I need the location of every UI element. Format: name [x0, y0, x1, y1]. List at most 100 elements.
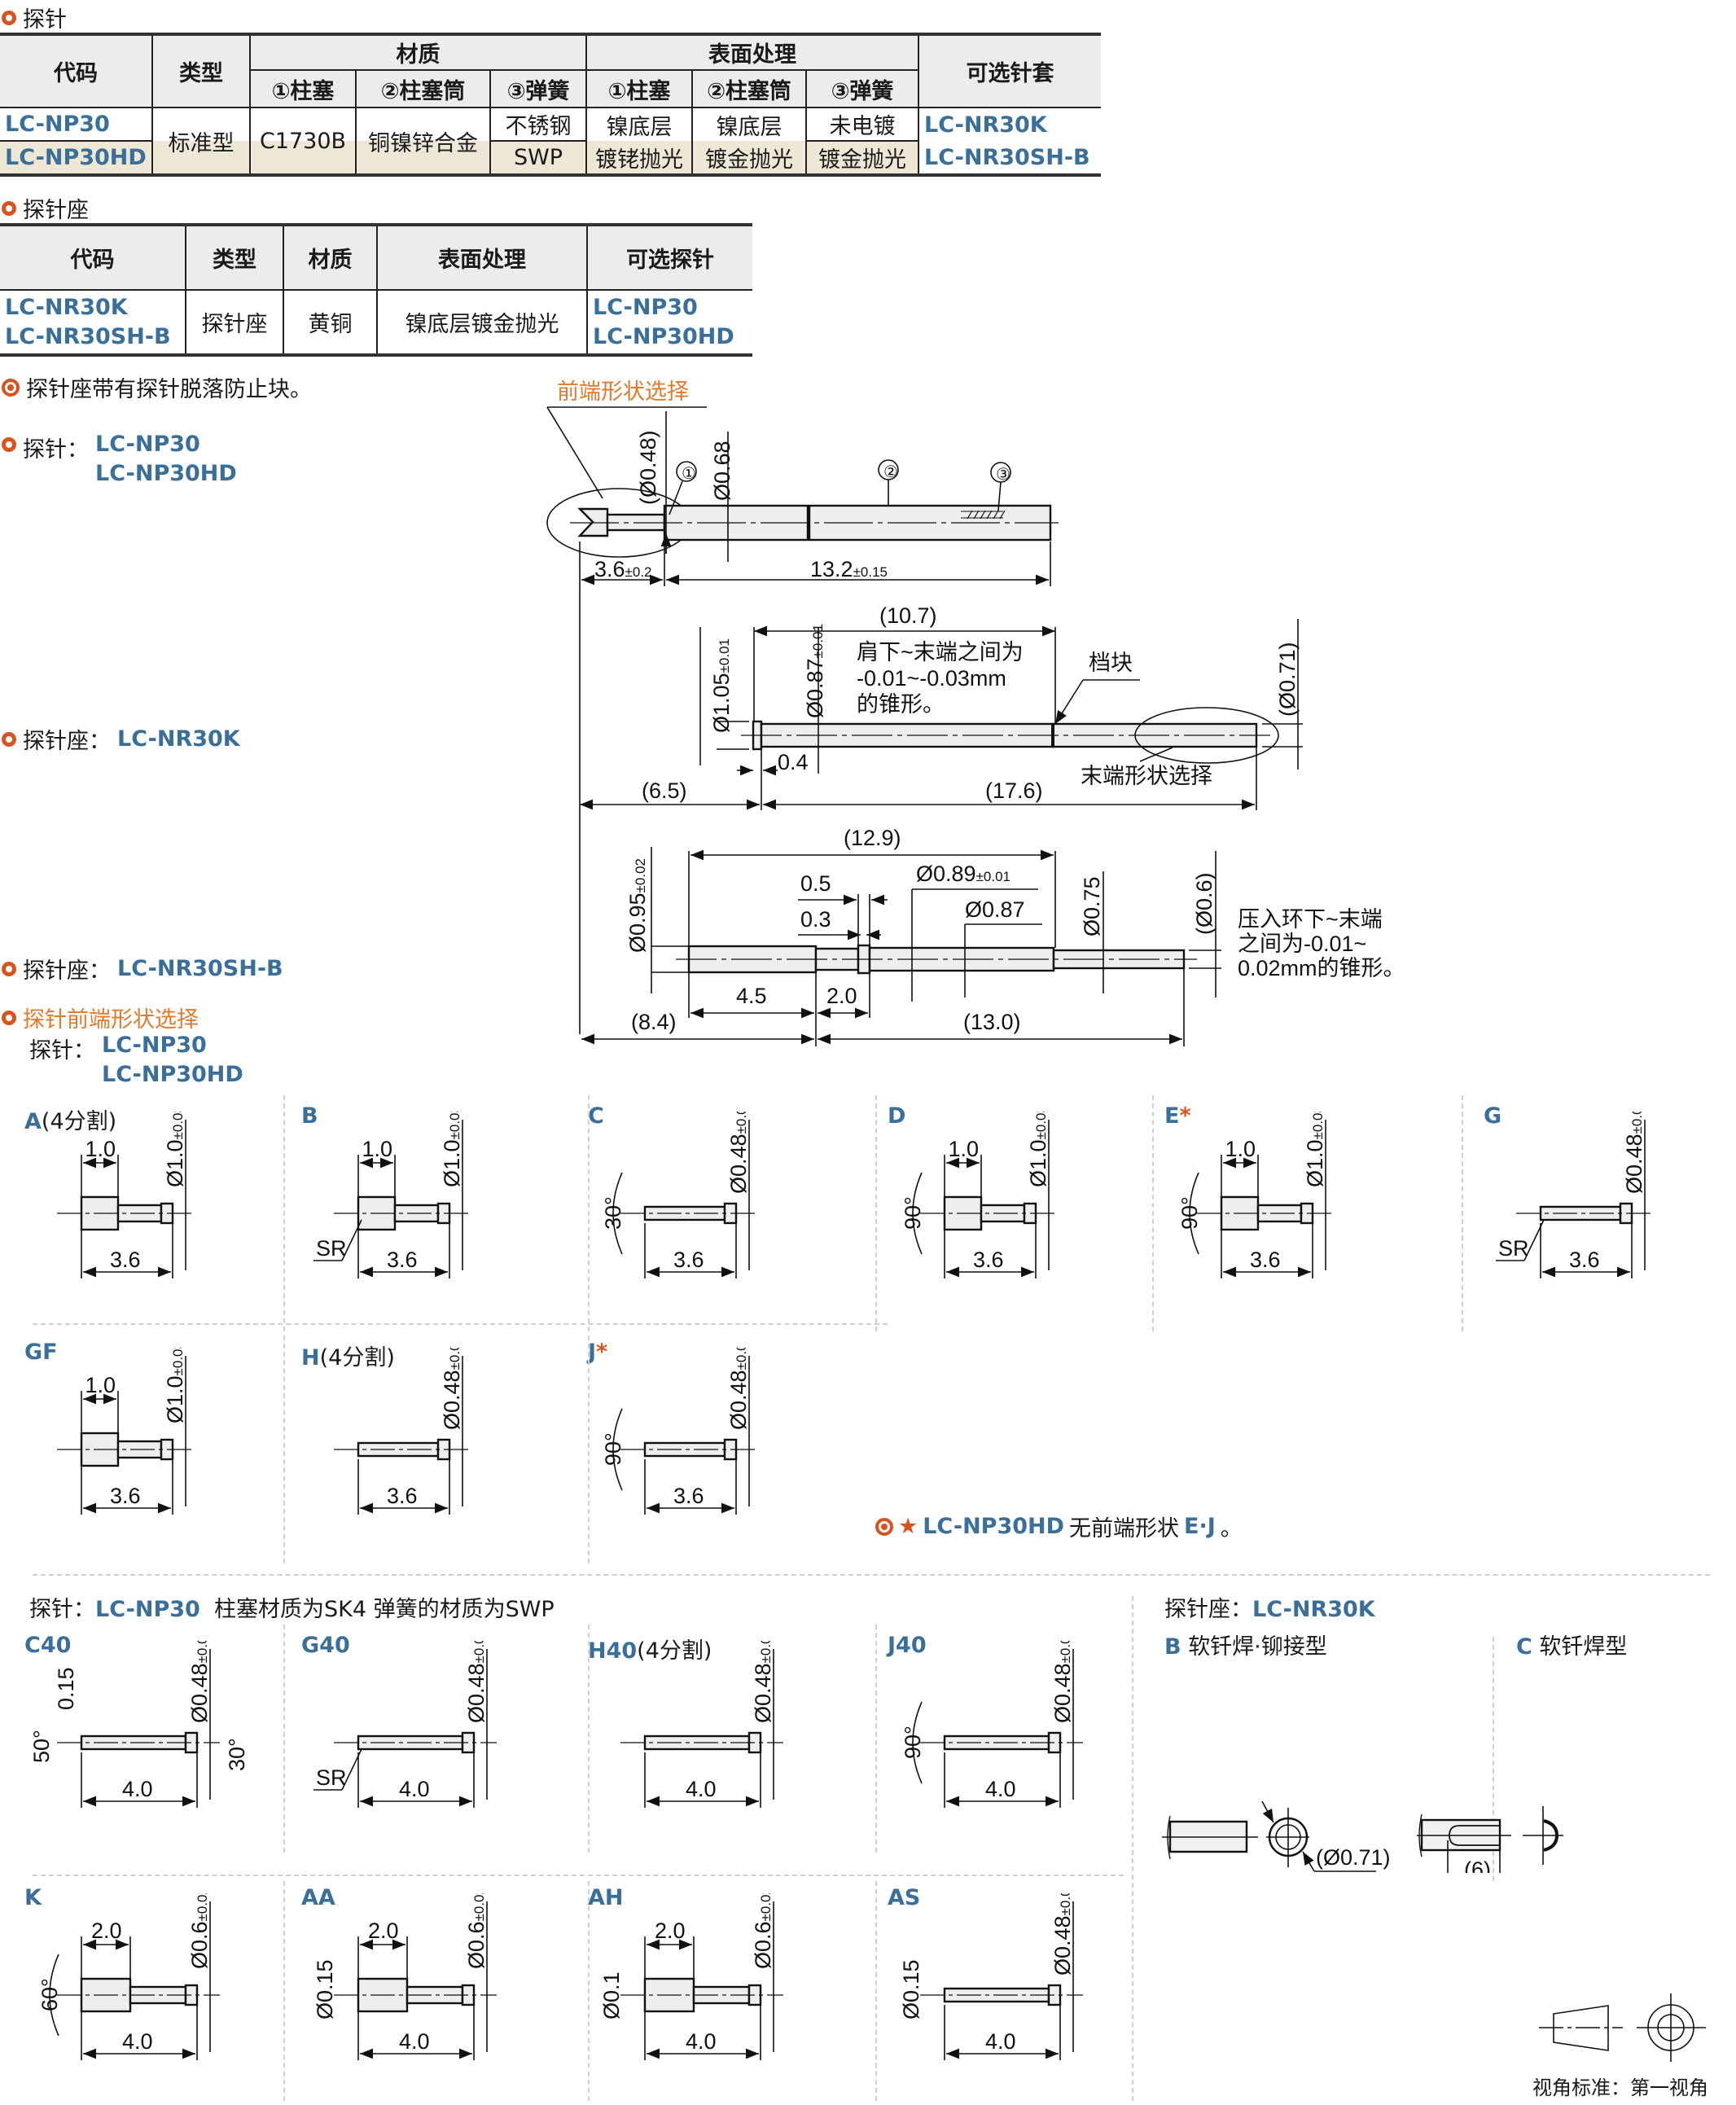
divider [1132, 1596, 1133, 2101]
dim-dia: Ø1.0±0.03 [163, 1348, 187, 1423]
socket-spec-table: 代码 类型 材质 表面处理 可选探针 LC-NR30K LC-NR30SH-B … [0, 223, 752, 357]
divider [588, 1881, 590, 2101]
probe-code: LC-NP30HD [102, 1062, 243, 1087]
dim-tip-len: 3.6±0.2 [594, 557, 652, 581]
tip-label-ah: AH [588, 1885, 624, 1910]
dim-0-5: 0.5 [800, 871, 831, 896]
nr30k-drawing-label: 探针座： LC-NR30K [2, 723, 240, 755]
projection-label: 视角标准：第一视角 [1532, 2076, 1708, 2099]
socket-material: 黄铜 [283, 289, 378, 357]
col-material: 材质 [283, 223, 378, 291]
taper-note-3: 的锥形。 [857, 692, 945, 717]
dim-dia: Ø0.48±0.02 [1050, 1893, 1075, 1976]
tail-option-b: B 软钎焊·铆接型 [1164, 1634, 1327, 1660]
dim-total-right: (13.0) [963, 1010, 1021, 1034]
dim-len: 3.6 [387, 1484, 418, 1508]
dim-head: 1.0 [949, 1137, 980, 1161]
spring-material: SWP [489, 140, 587, 177]
dim-len: 3.6 [110, 1484, 141, 1508]
dim-len: 4.0 [686, 2029, 717, 2054]
col-surface: 表面处理 [585, 33, 919, 71]
divider [875, 1095, 877, 1331]
tail-shape-drawings: (Ø0.71) (6) [1162, 1800, 1563, 1873]
dim-len: 4.0 [686, 1777, 717, 1801]
press-note-3: 0.02mm的锥形。 [1238, 956, 1405, 980]
tip-drawing-as: Ø0.48±0.024.0Ø0.15 [899, 1893, 1083, 2060]
probe-spec-table: 代码 类型 材质 表面处理 可选针套 ①柱塞 ②柱塞筒 ③弹簧 ①柱塞 ②柱塞筒… [0, 33, 1101, 177]
col-optional-socket: 可选针套 [918, 33, 1101, 108]
socket-probes: LC-NP30 LC-NP30HD [586, 289, 752, 357]
barrel-surface: 镀金抛光 [691, 141, 807, 177]
tip-label-d: D [888, 1103, 906, 1129]
divider [283, 1335, 285, 1563]
dim-dia: Ø0.48±0.02 [726, 1112, 751, 1194]
plunger-material: C1730B [249, 107, 357, 177]
dim-head: 2.0 [655, 1919, 686, 1943]
tip-drawing-h40: Ø0.48±0.024.0 [620, 1641, 783, 1808]
dim-slot-len: (6) [1464, 1857, 1491, 1873]
dim-dia: Ø0.48±0.02 [464, 1641, 489, 1723]
spring-surface: 镀金抛光 [805, 140, 919, 177]
divider [283, 1095, 285, 1331]
star-icon: ★ [898, 1514, 918, 1539]
probe-code: LC-NP30HD [95, 461, 237, 486]
tail-option-c: C 软钎焊型 [1516, 1634, 1628, 1660]
tip-label-c40: C40 [24, 1633, 72, 1658]
dim-dia: Ø1.0±0.03 [1026, 1112, 1050, 1187]
tip-drawing-g40: Ø0.48±0.024.0SR [313, 1641, 497, 1808]
dim-total-left: (6.5) [642, 778, 687, 803]
tip-drawing-h: Ø0.48±0.023.6 [334, 1348, 472, 1515]
col-type: 类型 [185, 223, 284, 291]
tip-drawing-ah: Ø0.6±0.024.02.0Ø0.1 [599, 1893, 783, 2060]
section-ring-icon [2, 961, 16, 976]
dim-head: 2.0 [91, 1919, 122, 1943]
nr30shb-drawing-label: 探针座： LC-NR30SH-B [2, 953, 283, 985]
probe-code: LC-NP30HD [593, 323, 734, 349]
tip-drawing-c: Ø0.48±0.023.630° [601, 1112, 759, 1278]
dim-dia: Ø0.48±0.02 [187, 1641, 212, 1723]
dim-len: 3.6 [110, 1248, 141, 1272]
probe-code: LC-NP30 [102, 1033, 207, 1058]
probe-drawing-label: 探针： LC-NP30 LC-NP30HD [2, 432, 237, 489]
dim-len: 4.0 [122, 1777, 153, 1801]
dim-len: 3.6 [1569, 1248, 1600, 1272]
section-ring-icon [2, 1010, 16, 1025]
divider [875, 1881, 877, 2101]
dim-small-dia: Ø0.15 [899, 1959, 923, 2019]
tip-label-gf: GF [24, 1340, 58, 1365]
dim-head: 1.0 [362, 1137, 393, 1161]
dim-len: 4.0 [122, 2029, 153, 2054]
tip-drawing-j40: Ø0.48±0.024.090° [901, 1641, 1083, 1808]
socket-code: LC-NR30SH-B [117, 956, 283, 981]
divider [33, 1875, 1124, 1876]
col-surface-spring: ③弹簧 [805, 69, 919, 108]
socket-section-title: 探针座 [2, 192, 89, 224]
tip-label-g40: G40 [301, 1633, 350, 1658]
col-material: 材质 [249, 33, 587, 71]
tip-label-e: E* [1164, 1103, 1191, 1129]
dim-sr: SR [1498, 1236, 1529, 1261]
part-3-label: ③ [996, 466, 1010, 484]
dim-sr: SR [316, 1236, 347, 1261]
press-note-2: 之间为-0.01~ [1238, 932, 1366, 956]
tip-label-aa: AA [301, 1885, 335, 1910]
tip-label-j40: J40 [888, 1633, 927, 1658]
tip-drawing-gf: Ø1.0±0.033.61.0 [57, 1348, 195, 1515]
star-icon: * [596, 1340, 608, 1365]
divider [1493, 1637, 1494, 1881]
taper-note-1: 肩下~末端之间为 [857, 640, 1024, 664]
dim-body-len: 13.2±0.15 [810, 557, 888, 581]
probe-code: LC-NP30 [593, 294, 698, 320]
dim-len: 4.0 [985, 1777, 1016, 1801]
tip-label-k: K [24, 1885, 42, 1910]
dim-total-left: (8.4) [631, 1010, 677, 1034]
dim-dia: Ø1.0±0.03 [163, 1112, 187, 1187]
divider [1152, 1095, 1154, 1331]
dim-extra: 0.15 [54, 1667, 78, 1710]
dim-2-0: 2.0 [826, 984, 857, 1008]
tip-label-h40: H40(4分割) [588, 1638, 712, 1664]
dim-tail-dia-2: (Ø0.6) [1192, 872, 1217, 935]
dim-len: 4.0 [399, 2029, 430, 2054]
dim-dia: Ø1.0±0.03 [1303, 1112, 1327, 1187]
optional-socket: LC-NR30K [918, 107, 1101, 141]
